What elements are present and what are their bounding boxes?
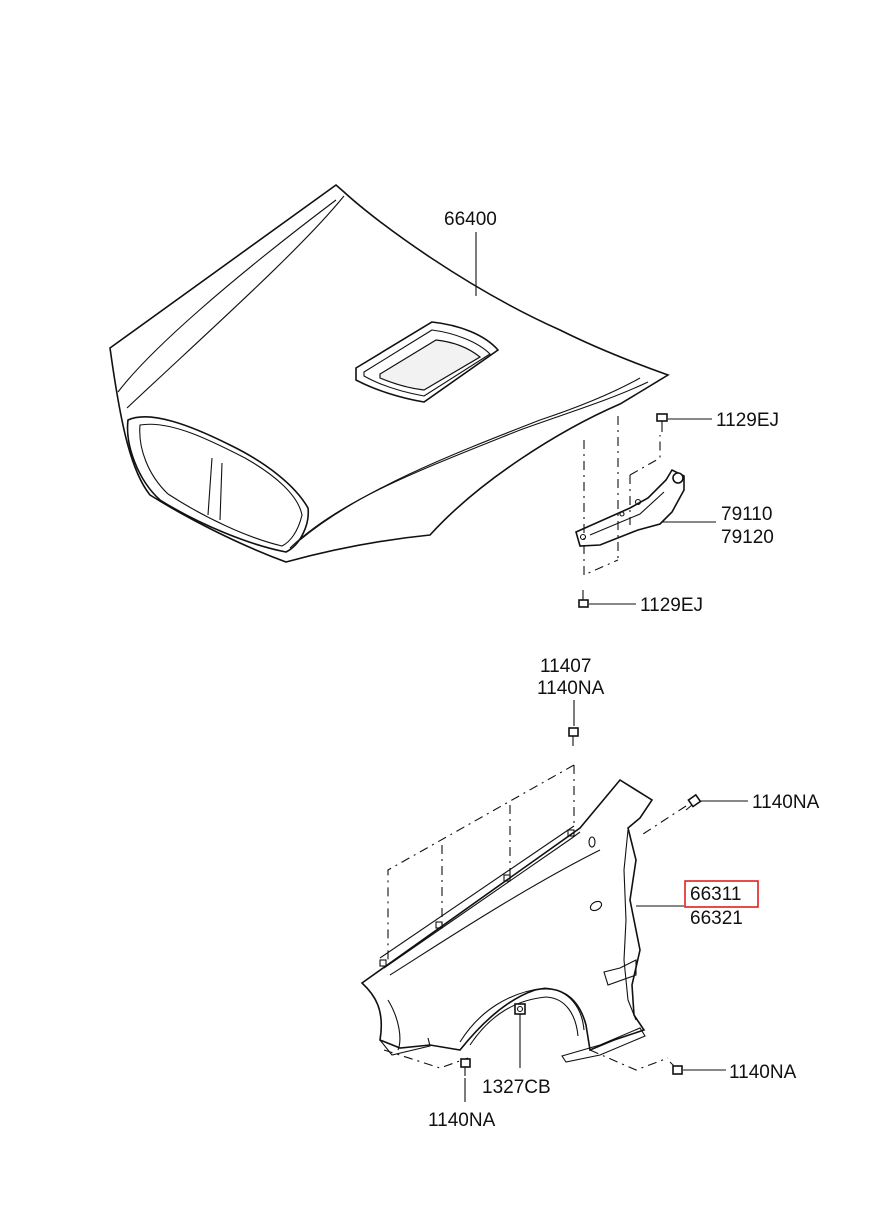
label-79110: 79110 <box>721 504 772 525</box>
label-1140na-rear-lower: 1140NA <box>729 1062 797 1083</box>
label-1140na-rear-upper: 1140NA <box>752 792 820 813</box>
label-1129ej-upper: 1129EJ <box>716 410 779 431</box>
bolt-icon[interactable] <box>669 1061 683 1075</box>
hood-hinge[interactable] <box>575 468 685 547</box>
label-66321: 66321 <box>690 908 743 929</box>
bolt-icon[interactable] <box>568 727 579 746</box>
bolt-icon[interactable] <box>685 793 702 811</box>
highlight-box <box>684 880 759 908</box>
label-1129ej-lower: 1129EJ <box>640 595 703 616</box>
label-66311[interactable]: 66311 <box>690 884 741 905</box>
label-79120: 79120 <box>721 527 774 548</box>
hood-panel[interactable] <box>109 183 670 563</box>
label-1140na-front-lower: 1140NA <box>428 1110 496 1131</box>
label-66400: 66400 <box>444 209 497 230</box>
label-1327cb: 1327CB <box>482 1077 551 1098</box>
nut-icon[interactable] <box>514 1003 526 1015</box>
front-fender[interactable] <box>360 778 654 1063</box>
bolt-icon[interactable] <box>578 590 589 608</box>
bolt-icon[interactable] <box>460 1058 471 1076</box>
label-11407: 11407 <box>540 656 591 677</box>
label-1140na-top: 1140NA <box>537 678 605 699</box>
bolt-icon[interactable] <box>656 413 668 432</box>
